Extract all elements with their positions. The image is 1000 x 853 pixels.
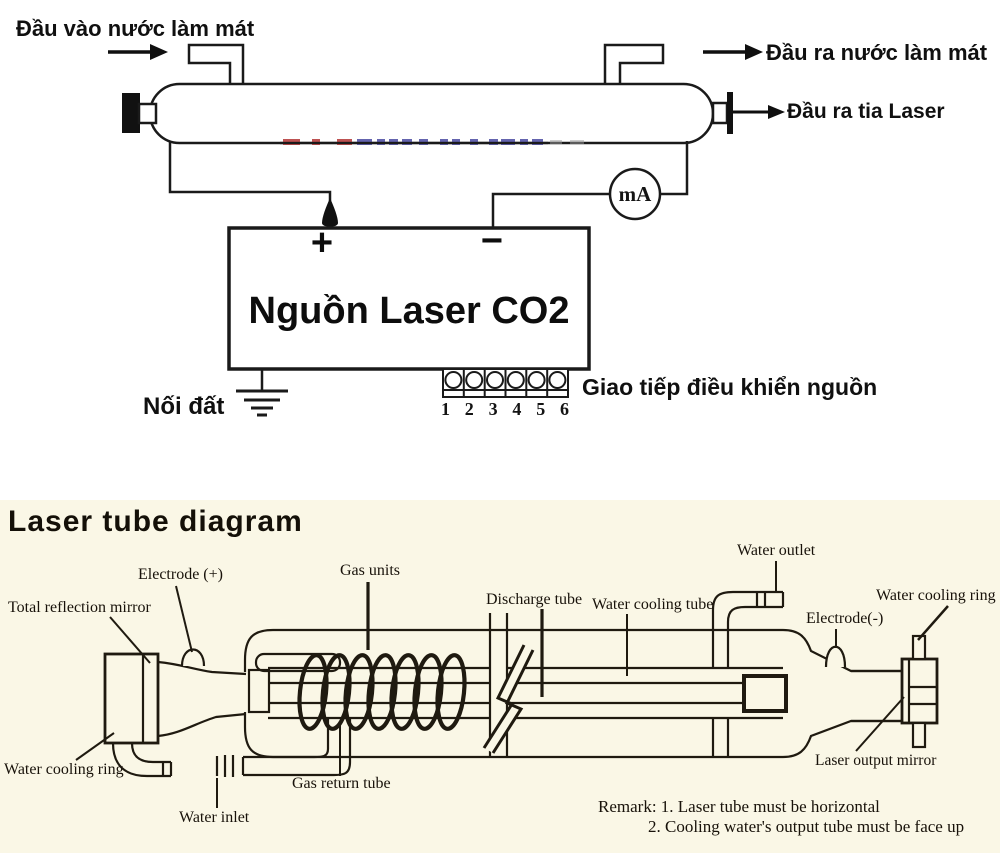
leader-total-reflection-mirror: [109, 616, 151, 664]
terminal-number: 5: [536, 399, 546, 419]
water-inlet-pipe: [187, 43, 245, 84]
water-in-arrow-icon: [150, 44, 168, 60]
plus-terminal-label: +: [310, 222, 334, 264]
output-mirror-divisions: [907, 659, 937, 723]
electrode-plus-label: Electrode (+): [138, 566, 223, 583]
terminal-number: 3: [488, 399, 498, 419]
anode-electrode-tip: [322, 198, 338, 227]
leader-water-cooling-ring-left: [75, 732, 115, 761]
laser-tube-drawing: [103, 590, 939, 778]
gas-reservoir-tube: [254, 652, 342, 673]
laser-output-mirror-label: Laser output mirror: [815, 752, 937, 769]
water-outlet-label: Water outlet: [737, 542, 816, 559]
water-outlet-elbow: [711, 590, 785, 668]
break-zigzag-left: [482, 644, 526, 749]
terminal-number: 6: [559, 399, 569, 419]
laser-out-label: Đầu ra tia Laser: [787, 100, 945, 123]
break-zigzag-right: [491, 649, 535, 754]
leader-water-cooling-ring-right: [917, 605, 949, 641]
output-window: [711, 101, 729, 125]
envelope-top: [243, 628, 902, 673]
cathode-wire-left: [491, 192, 609, 228]
top-laser-tube-group: [122, 43, 733, 145]
electrode-plus-dome: [180, 648, 206, 667]
rear-mirror-window: [137, 102, 158, 125]
right-jacket-posts: [711, 718, 730, 757]
terminal-number: 4: [512, 399, 522, 419]
terminal-interface-label: Giao tiếp điều khiển nguồn: [582, 374, 878, 400]
ground-label: Nối đất: [143, 393, 225, 420]
rear-mirror-mount: [122, 93, 140, 133]
laser-out-arrow-icon: [768, 105, 785, 119]
gas-reservoir-block: [247, 668, 271, 714]
gas-return-tube-label: Gas return tube: [292, 775, 391, 792]
left-elbow-pipe: [111, 742, 173, 778]
output-mirror-block: [900, 657, 939, 725]
flow-arrows: [108, 44, 785, 119]
ground-icon: [236, 389, 288, 417]
discharge-tube-label: Discharge tube: [486, 591, 583, 608]
water-in-label: Đầu vào nước làm mát: [16, 16, 255, 41]
power-circuit-group: [168, 141, 689, 417]
terminal-number: 1: [441, 399, 450, 419]
water-cooling-tube-label: Water cooling tube: [592, 596, 714, 613]
terminal-number: 2: [464, 399, 474, 419]
terminal-block: [442, 368, 569, 398]
milliammeter-label: mA: [618, 182, 652, 206]
gas-return-coil: [297, 653, 467, 731]
gas-return-pipe: [215, 718, 352, 777]
power-supply-title: Nguồn Laser CO2: [248, 290, 570, 332]
cooling-ring-stub-bottom: [911, 721, 927, 749]
rear-mirror-block: [103, 652, 160, 745]
remark-line-1: Remark: 1. Laser tube must be horizontal: [598, 797, 880, 816]
cooling-ring-stub-top: [911, 634, 927, 661]
bottom-section-title: Laser tube diagram: [8, 505, 303, 538]
laser-tube-body: [148, 82, 715, 145]
bottom-paper-background: [0, 500, 1000, 853]
power-supply-box: [227, 226, 591, 371]
gas-units-label: Gas units: [340, 562, 400, 579]
water-out-label: Đầu ra nước làm mát: [766, 40, 988, 65]
discharge-tube-end-block: [742, 674, 788, 713]
left-neck-bottom: [157, 712, 247, 738]
water-outlet-pipe: [603, 43, 665, 84]
leader-lines: [75, 561, 949, 808]
anode-wire: [168, 141, 332, 201]
minus-terminal-label: −: [480, 220, 504, 262]
electrode-minus-label: Electrode(-): [806, 610, 884, 627]
terminal-numbers: 1 2 3 4 5 6: [441, 399, 569, 420]
left-neck-top: [157, 660, 247, 676]
water-cooling-ring-right-label: Water cooling ring: [876, 587, 996, 604]
water-cooling-ring-left-label: Water cooling ring: [4, 761, 124, 778]
leader-electrode-plus: [175, 585, 193, 653]
cathode-wire-right: [660, 141, 689, 196]
water-out-arrow-icon: [745, 44, 763, 60]
output-flange: [727, 92, 733, 134]
leader-laser-output-mirror: [855, 696, 905, 752]
remark-line-2: 2. Cooling water's output tube must be f…: [648, 817, 965, 836]
envelope-bottom: [243, 712, 902, 759]
water-inlet-label: Water inlet: [179, 809, 250, 826]
total-reflection-mirror-label: Total reflection mirror: [8, 599, 151, 616]
right-neck: [851, 669, 902, 723]
milliammeter: [608, 167, 662, 221]
